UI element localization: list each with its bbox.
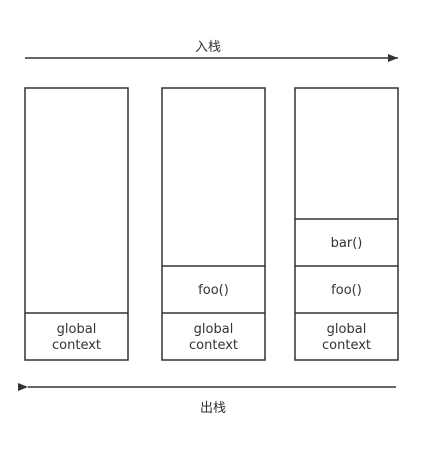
frame-label: context	[322, 338, 371, 353]
stack-frame: foo()	[162, 265, 265, 298]
frame-label: global	[194, 322, 234, 337]
frame-label: global	[57, 322, 97, 337]
stack-frame: bar()	[295, 218, 398, 251]
stacks-group: globalcontextglobalcontextfoo()globalcon…	[24, 87, 399, 361]
stack-outline	[24, 87, 129, 361]
frame-label: context	[189, 338, 238, 353]
frame-label: foo()	[198, 283, 229, 298]
push-label: 入栈	[195, 40, 221, 55]
stack-outline	[161, 87, 266, 361]
frame-label: global	[327, 322, 367, 337]
frame-label: context	[52, 338, 101, 353]
pop-label: 出栈	[200, 401, 226, 416]
frame-label: foo()	[331, 283, 362, 298]
stack-frame: foo()	[295, 265, 398, 298]
stack-outline	[294, 87, 399, 361]
frame-label: bar()	[331, 236, 363, 251]
